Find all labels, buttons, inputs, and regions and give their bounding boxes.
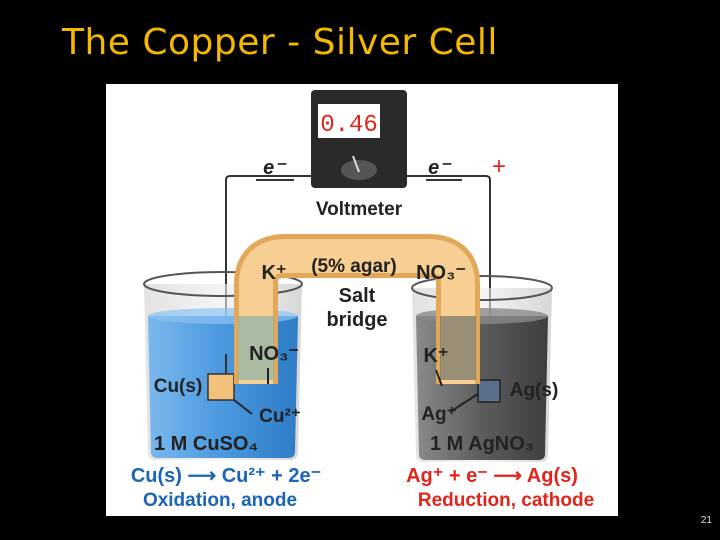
copper-ion-label: Cu²⁺ bbox=[259, 406, 301, 427]
reduction-equation: Ag⁺ + e⁻ ⟶ Ag(s) bbox=[406, 465, 578, 487]
salt-bridge bbox=[234, 234, 480, 384]
silver-solution-label: 1 M AgNO₃ bbox=[430, 433, 534, 455]
salt-bridge-no3-label: NO₃⁻ bbox=[416, 262, 466, 284]
oxidation-equation: Cu(s) ⟶ Cu²⁺ + 2e⁻ bbox=[131, 465, 321, 487]
silver-ion-label: Ag⁺ bbox=[421, 404, 456, 425]
galvanic-cell-diagram: 0.46 Voltmeter e⁻ e⁻ + K⁺ (5% agar) NO₃⁻… bbox=[131, 90, 594, 511]
oxidation-label: Oxidation, anode bbox=[143, 490, 297, 511]
reduction-label: Reduction, cathode bbox=[418, 490, 594, 511]
copper-electrode-label: Cu(s) bbox=[154, 376, 203, 397]
copper-ion-arrow bbox=[233, 399, 253, 415]
voltmeter-display bbox=[318, 104, 380, 138]
galvanic-cell-figure: 0.46 Voltmeter e⁻ e⁻ + K⁺ (5% agar) NO₃⁻… bbox=[106, 84, 618, 516]
electron-left-label: e⁻ bbox=[263, 157, 287, 179]
silver-electrode-label: Ag(s) bbox=[510, 380, 559, 401]
salt-bridge-k-label: K⁺ bbox=[262, 262, 287, 284]
slide-title: The Copper - Silver Cell bbox=[62, 22, 498, 63]
positive-terminal-label: + bbox=[492, 153, 506, 180]
salt-bridge-agar-label: (5% agar) bbox=[311, 256, 397, 277]
copper-solution-label: 1 M CuSO₄ bbox=[154, 433, 258, 455]
left-wire bbox=[225, 175, 311, 354]
right-wire bbox=[406, 175, 491, 392]
silver-ion-arrow bbox=[449, 393, 479, 413]
right-ion-arrow bbox=[435, 369, 443, 387]
voltmeter-reading: 0.46 bbox=[320, 112, 378, 139]
left-ion-label: NO₃⁻ bbox=[249, 343, 299, 365]
slide-number: 21 bbox=[700, 515, 712, 526]
voltmeter-label: Voltmeter bbox=[316, 199, 403, 220]
silver-electrode bbox=[477, 379, 501, 403]
salt-bridge-label-line2: bridge bbox=[326, 309, 387, 331]
salt-bridge-label-line1: Salt bbox=[339, 285, 376, 307]
electron-right-label: e⁻ bbox=[428, 157, 452, 179]
voltmeter: 0.46 Voltmeter bbox=[311, 90, 407, 220]
copper-beaker bbox=[143, 271, 303, 460]
right-ion-label: K⁺ bbox=[424, 345, 449, 367]
copper-electrode bbox=[207, 373, 235, 401]
